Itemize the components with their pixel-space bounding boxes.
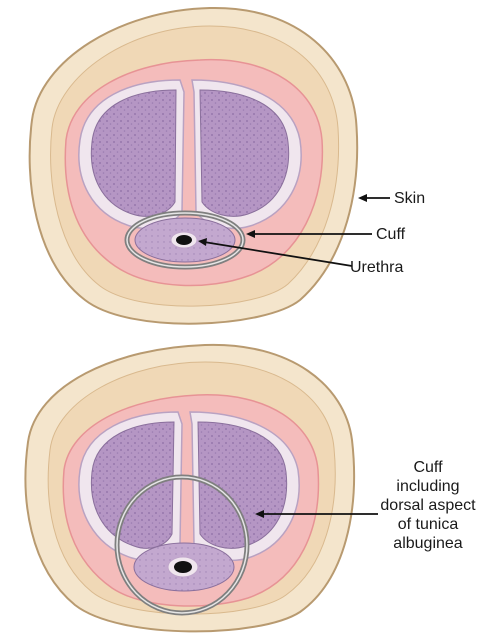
label-cuff-dorsal: Cuff including dorsal aspect of tunica a… [368, 458, 488, 553]
label-cuff-dorsal-line-4: of tunica [368, 515, 488, 534]
label-skin: Skin [394, 189, 425, 208]
label-cuff-dorsal-line-5: albuginea [368, 534, 488, 553]
label-urethra: Urethra [350, 258, 403, 277]
label-cuff-dorsal-line-2: including [368, 477, 488, 496]
label-cuff-dorsal-line-3: dorsal aspect [368, 496, 488, 515]
label-cuff-dorsal-line-1: Cuff [368, 458, 488, 477]
urethra-lumen-bottom [174, 561, 192, 573]
top-cross-section [30, 8, 390, 324]
label-cuff: Cuff [376, 225, 405, 244]
urethra-lumen-top [176, 235, 192, 245]
skin-arrow-head [358, 194, 367, 202]
bottom-cross-section [25, 345, 378, 632]
